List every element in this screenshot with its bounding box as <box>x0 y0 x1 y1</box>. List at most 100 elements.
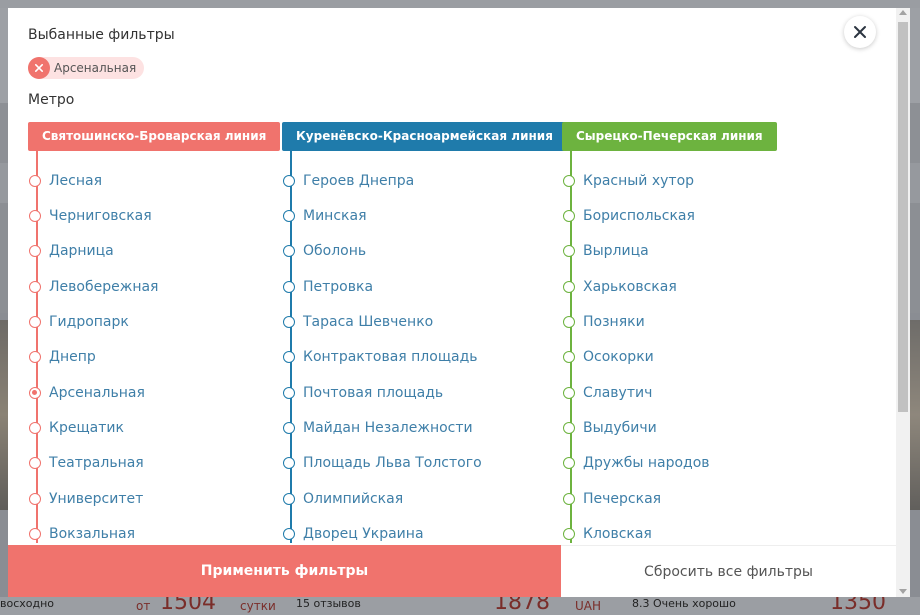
station-item[interactable]: Вокзальная <box>28 524 135 544</box>
station-item[interactable]: Харьковская <box>562 277 677 297</box>
station-label: Гидропарк <box>49 314 129 330</box>
station-label: Дарница <box>49 243 114 259</box>
radio-icon <box>283 210 295 222</box>
station-label: Печерская <box>583 491 662 507</box>
station-label: Почтовая площадь <box>303 385 444 401</box>
radio-icon <box>283 493 295 505</box>
metro-filter-modal: Выбанные фильтры Арсенальная Метро Свято… <box>8 8 910 597</box>
close-icon <box>854 26 866 38</box>
station-item[interactable]: Черниговская <box>28 206 152 226</box>
scrollbar[interactable] <box>896 8 910 597</box>
station-item[interactable]: Гидропарк <box>28 312 129 332</box>
station-item[interactable]: Лесная <box>28 171 102 191</box>
station-item[interactable]: Славутич <box>562 383 652 403</box>
station-label: Черниговская <box>49 208 152 224</box>
bg-price-prefix: от <box>136 599 151 613</box>
station-label: Дружбы народов <box>583 455 710 471</box>
station-item[interactable]: Левобережная <box>28 277 158 297</box>
bg-footer-text: восходно <box>0 597 55 610</box>
station-item[interactable]: Днепр <box>28 347 96 367</box>
station-item[interactable]: Красный хутор <box>562 171 694 191</box>
bg-rating: 8.3 Очень хорошо <box>632 597 736 610</box>
station-item-selected[interactable]: Арсенальная <box>28 383 145 403</box>
station-item[interactable]: Майдан Незалежности <box>282 418 473 438</box>
station-item[interactable]: Кловская <box>562 524 652 544</box>
bg-price-currency: UAH <box>575 599 602 613</box>
radio-icon <box>563 528 575 540</box>
radio-icon <box>283 422 295 434</box>
scrollbar-thumb[interactable] <box>898 22 908 412</box>
station-item[interactable]: Героев Днепра <box>282 171 414 191</box>
station-item[interactable]: Оболонь <box>282 241 366 261</box>
station-label: Выдубичи <box>583 420 657 436</box>
station-item[interactable]: Вырлица <box>562 241 649 261</box>
station-label: Вырлица <box>583 243 649 259</box>
bg-footer-strip <box>0 597 920 615</box>
apply-filters-button[interactable]: Применить фильтры <box>8 545 561 597</box>
selected-filter-chip: Арсенальная <box>28 57 145 79</box>
station-label: Харьковская <box>583 279 677 295</box>
line-header-syretsko-pecherska[interactable]: Сырецко-Печерская линия <box>562 122 777 151</box>
metro-line-column: Куренёвско-Красноармейская линия Героев … <box>282 122 567 543</box>
radio-icon <box>563 493 575 505</box>
bg-hotel-photo <box>0 320 8 510</box>
bg-reviews: 15 отзывов <box>296 597 361 610</box>
radio-icon <box>29 351 41 363</box>
bg-top-bar <box>0 0 920 8</box>
radio-icon <box>563 316 575 328</box>
radio-icon <box>563 422 575 434</box>
reset-filters-button[interactable]: Сбросить все фильтры <box>561 545 896 597</box>
line-rail <box>36 151 38 543</box>
selected-filters-title: Выбанные фильтры <box>28 27 175 43</box>
line-rail <box>570 151 572 543</box>
station-label: Славутич <box>583 385 653 401</box>
station-item[interactable]: Осокорки <box>562 347 654 367</box>
modal-scroll-area[interactable]: Выбанные фильтры Арсенальная Метро Свято… <box>8 8 896 545</box>
station-label: Бориспольская <box>583 208 695 224</box>
station-label: Крещатик <box>49 420 124 436</box>
station-item[interactable]: Университет <box>28 489 143 509</box>
radio-icon <box>563 281 575 293</box>
radio-icon <box>283 387 295 399</box>
radio-icon <box>283 175 295 187</box>
station-item[interactable]: Дворец Украина <box>282 524 424 544</box>
line-header-sviatoshynsko-brovarska[interactable]: Святошинско-Броварская линия <box>28 122 281 151</box>
radio-icon <box>29 422 41 434</box>
station-label: Университет <box>49 491 144 507</box>
scroll-up-icon[interactable] <box>899 10 907 15</box>
radio-icon <box>29 316 41 328</box>
station-label: Олимпийская <box>303 491 404 507</box>
station-item[interactable]: Тараса Шевченко <box>282 312 433 332</box>
station-label: Площадь Льва Толстого <box>303 455 482 471</box>
scroll-down-icon[interactable] <box>899 589 907 594</box>
line-rail <box>290 151 292 543</box>
station-item[interactable]: Площадь Льва Толстого <box>282 453 482 473</box>
radio-checked-icon <box>29 387 41 399</box>
station-item[interactable]: Почтовая площадь <box>282 383 443 403</box>
station-item[interactable]: Дарница <box>28 241 114 261</box>
station-label: Осокорки <box>583 349 654 365</box>
station-item[interactable]: Позняки <box>562 312 645 332</box>
station-item[interactable]: Олимпийская <box>282 489 403 509</box>
station-label: Контрактовая площадь <box>303 349 478 365</box>
station-item[interactable]: Петровка <box>282 277 373 297</box>
station-item[interactable]: Выдубичи <box>562 418 657 438</box>
station-item[interactable]: Театральная <box>28 453 144 473</box>
station-label: Вокзальная <box>49 526 136 542</box>
close-button[interactable] <box>844 16 876 48</box>
chip-label: Арсенальная <box>54 61 137 75</box>
station-label: Дворец Украина <box>303 526 424 542</box>
remove-chip-icon[interactable] <box>28 57 50 79</box>
radio-icon <box>29 493 41 505</box>
station-item[interactable]: Минская <box>282 206 367 226</box>
station-item[interactable]: Крещатик <box>28 418 124 438</box>
station-item[interactable]: Дружбы народов <box>562 453 710 473</box>
modal-actions: Применить фильтры Сбросить все фильтры <box>8 545 896 597</box>
station-item[interactable]: Контрактовая площадь <box>282 347 478 367</box>
station-item[interactable]: Бориспольская <box>562 206 695 226</box>
line-header-kurenivsko-chervonoarmiiska[interactable]: Куренёвско-Красноармейская линия <box>282 122 567 151</box>
station-item[interactable]: Печерская <box>562 489 661 509</box>
station-label: Оболонь <box>303 243 367 259</box>
radio-icon <box>563 387 575 399</box>
station-label: Арсенальная <box>49 385 145 401</box>
